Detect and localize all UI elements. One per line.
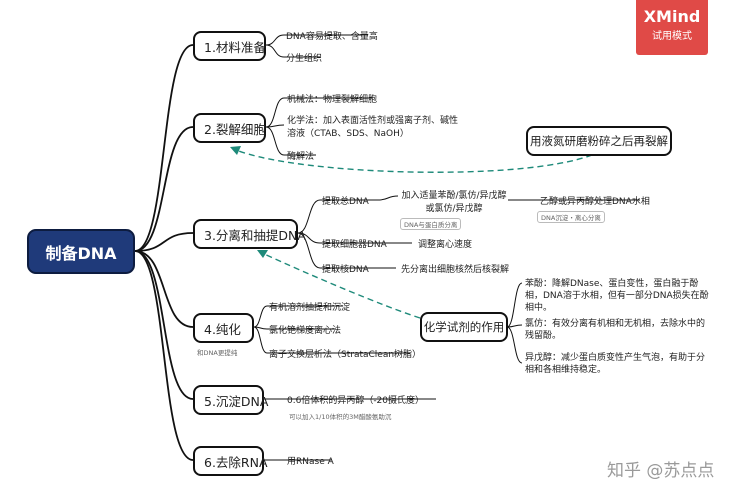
leaf-chloroform[interactable]: 氯仿：有效分离有机相和无机相，去除水中的残留酚。 [525,319,706,341]
arrow-chem [261,252,421,319]
leaf-nuclear-dna[interactable]: 提取核DNA [322,265,369,275]
leaf-adjust-centrifuge[interactable]: 调整离心速度 [418,240,473,250]
leaf-dna-easy[interactable]: DNA容易提取、含量高 [286,32,378,42]
leaf-isolate-nucleus[interactable]: 先分离出细胞核然后核裂解 [401,265,510,275]
watermark: 知乎 @苏点点 [607,461,715,481]
leaf-organelle-dna[interactable]: 提取细胞器DNA [322,240,387,250]
branch-purification[interactable]: 4.纯化 [193,313,254,343]
root-topic[interactable]: 制备DNA [27,229,135,274]
leaf-phenol-chloroform[interactable]: 加入适量苯酚/氯仿/异戊醇或氯仿/异戊醇 [401,191,507,214]
leaf-ion-exchange[interactable]: 离子交换层析法（StrataClean树脂） [269,350,422,360]
branch-remove-rna[interactable]: 6.去除RNA [193,446,268,476]
leaf-mechanical[interactable]: 机械法：物理裂解细胞 [287,95,378,105]
leaf-organic-solvent[interactable]: 有机溶剂抽提和沉淀 [269,303,351,313]
xmind-trial-badge[interactable]: XMind 试用模式 [636,0,708,55]
link-root-b6 [134,250,194,461]
float-chemical-roles[interactable]: 化学试剂的作用 [420,312,508,342]
link-root-b3 [134,232,194,252]
leaf-chemical[interactable]: 化学法：加入表面活性剂或强离子剂、碱性溶液（CTAB、SDS、NaOH） [287,116,459,139]
branch-precipitate-dna[interactable]: 5.沉淀DNA [193,385,268,415]
leaf-total-dna[interactable]: 提取总DNA [322,197,369,207]
badge-subtitle: 试用模式 [652,31,692,42]
leaf-phenol[interactable]: 苯酚：降解DNase、蛋白变性，蛋白融于酚相，DNA溶于水相，但有一部分DNA损… [525,279,709,313]
note-ammonium-acetate: 可以加入1/10体积的3M醋酸氨助沉 [289,413,392,421]
branch-separation-extraction[interactable]: 3.分离和抽提DNA [193,219,306,249]
arrow-liquid-n [235,149,593,173]
float-liquid-nitrogen[interactable]: 用液氮研磨粉碎之后再裂解 [526,126,672,156]
badge-title: XMind [643,7,701,26]
note-purify: 和DNA更提纯 [197,349,238,357]
note-dna-protein-sep: DNA与蛋白质分离 [400,218,462,230]
leaf-isoamyl[interactable]: 异戊醇：减少蛋白质变性产生气泡，有助于分相和各相维持稳定。 [525,353,706,375]
link-root-b1 [134,44,194,252]
branch-material-prep[interactable]: 1.材料准备 [193,31,266,61]
leaf-rnase[interactable]: 用RNase A [287,457,334,467]
leaf-cscl-gradient[interactable]: 氯化铯梯度离心法 [269,326,342,336]
leaf-meristem[interactable]: 分生组织 [286,54,323,64]
link-root-b4 [134,250,194,328]
leaf-enzymatic[interactable]: 酶解法 [287,152,315,162]
link-root-b5 [134,250,194,400]
leaf-isopropanol[interactable]: 0.6倍体积的异丙醇（-20摄氏度） [287,396,425,406]
branch-cell-lysis[interactable]: 2.裂解细胞 [193,113,266,143]
link-root-b2 [134,126,194,252]
note-dna-precipitate: DNA沉淀・离心分离 [537,211,605,223]
leaf-ethanol-isopropanol[interactable]: 乙醇或异丙醇处理DNA水相 [540,197,650,207]
